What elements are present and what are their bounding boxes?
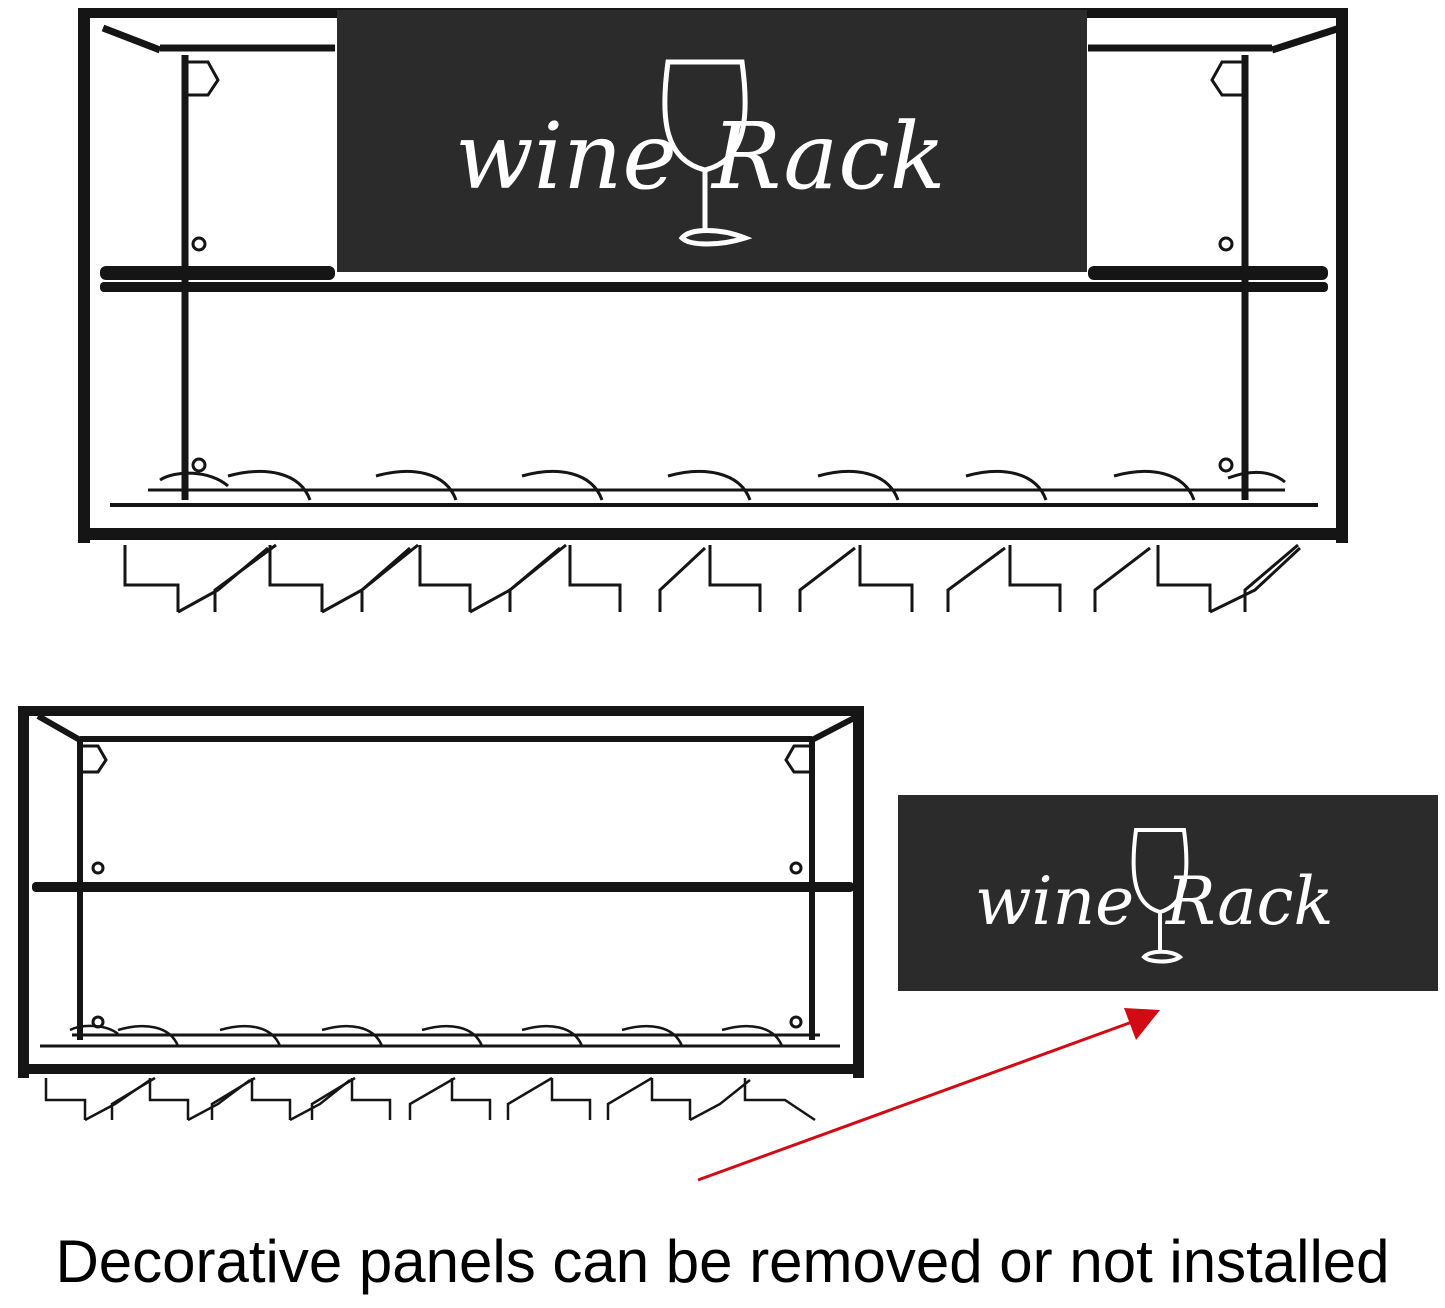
rack-without-panel bbox=[18, 706, 864, 1122]
glass-holders-bottom bbox=[44, 1024, 816, 1122]
panel-logo-wine-small: wine bbox=[975, 863, 1134, 940]
decorative-panel-removed: wine Rack bbox=[898, 795, 1438, 991]
red-arrow bbox=[697, 1008, 1160, 1182]
panel-logo-rack-small: Rack bbox=[1165, 863, 1334, 940]
panel-logo-rack: Rack bbox=[710, 103, 946, 210]
caption-text: Decorative panels can be removed or not … bbox=[55, 1228, 1390, 1295]
wine-glass-icon bbox=[1131, 828, 1189, 964]
glass-holders-top bbox=[123, 470, 1302, 614]
wine-glass-icon bbox=[662, 59, 753, 247]
rack-with-panel: wine Rack bbox=[78, 8, 1348, 614]
panel-logo-wine: wine bbox=[455, 103, 677, 210]
decorative-panel-installed: wine Rack bbox=[337, 10, 1087, 272]
